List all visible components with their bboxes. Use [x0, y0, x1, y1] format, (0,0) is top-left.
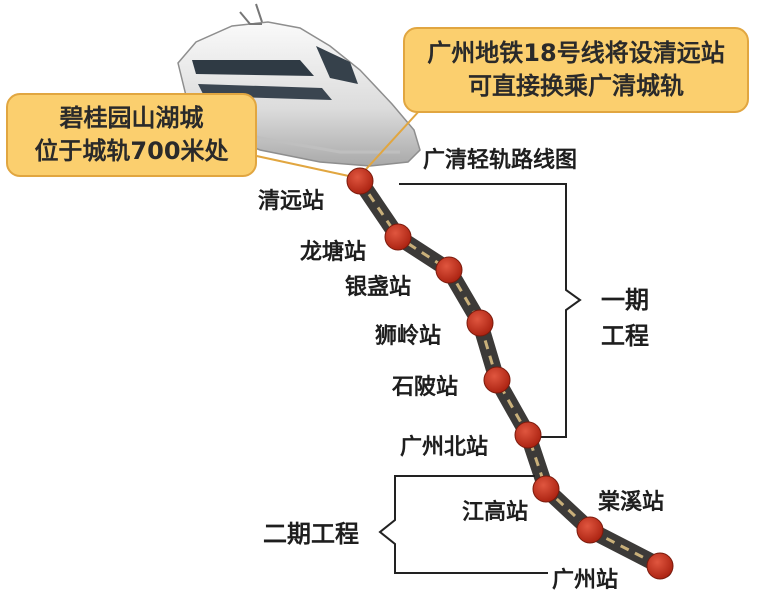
station-label-guangzhoubei: 广州北站	[400, 435, 489, 460]
station-label-longtang: 龙塘站	[300, 240, 367, 265]
station-marker-tangxi	[576, 516, 604, 544]
stations	[346, 167, 674, 580]
station-label-shiling: 狮岭站	[375, 324, 442, 349]
station-label-shibei: 石陂站	[392, 375, 459, 400]
callout-left: 碧桂园山湖城 位于城轨700米处	[6, 93, 257, 177]
station-label-guangzhou: 广州站	[552, 568, 619, 593]
station-marker-longtang	[384, 223, 412, 251]
station-marker-jianggao	[532, 475, 560, 503]
callout-right-line2: 可直接换乘广清城轨	[468, 72, 684, 100]
station-marker-guangzhou	[646, 552, 674, 580]
station-marker-qingyuan	[346, 167, 374, 195]
station-label-yinzhan: 银盏站	[345, 275, 412, 300]
callout-right: 广州地铁18号线将设清远站 可直接换乘广清城轨	[403, 27, 749, 113]
station-marker-shibei	[483, 366, 511, 394]
callout-left-line1: 碧桂园山湖城	[59, 104, 204, 132]
phase1-label: 一期 工程	[601, 282, 649, 354]
phase1-label-line2: 工程	[601, 322, 649, 350]
map-title: 广清轻轨路线图	[423, 148, 578, 173]
callout-right-line1: 广州地铁18号线将设清远站	[427, 39, 725, 67]
station-label-jianggao: 江高站	[462, 500, 529, 525]
rail-track	[352, 173, 672, 578]
station-marker-guangzhoubei	[514, 421, 542, 449]
station-label-qingyuan: 清远站	[258, 189, 325, 214]
callout-pointer-right	[357, 109, 421, 179]
station-label-tangxi: 棠溪站	[598, 490, 665, 515]
callout-left-line2: 位于城轨700米处	[34, 137, 229, 165]
phase1-bracket	[399, 183, 582, 438]
callout-pointer-left	[251, 154, 359, 179]
phase2-bracket	[378, 475, 548, 574]
phase1-label-line1: 一期	[601, 286, 649, 314]
station-marker-shiling	[466, 309, 494, 337]
station-marker-yinzhan	[435, 256, 463, 284]
phase2-label: 二期工程	[263, 520, 359, 548]
